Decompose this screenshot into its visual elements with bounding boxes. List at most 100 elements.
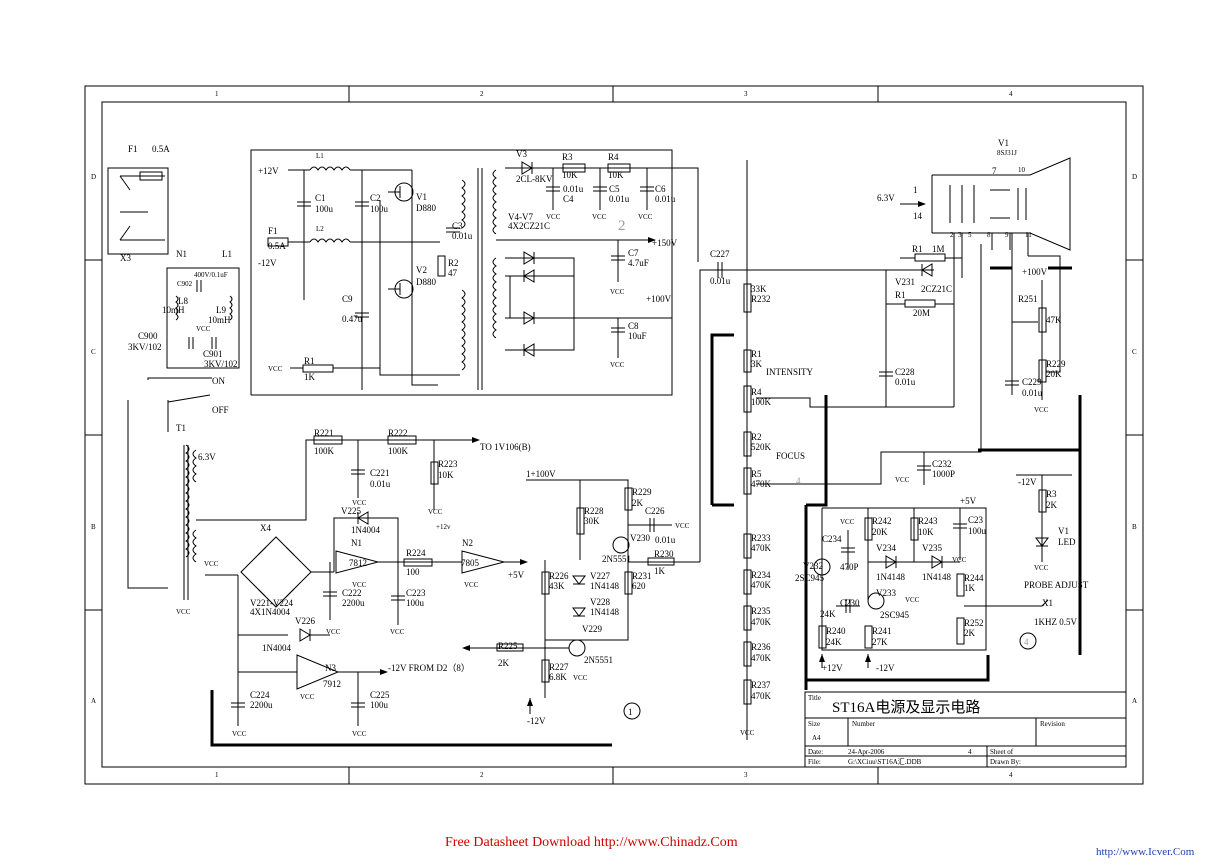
footer-download-link[interactable]: Free Datasheet Download http://www.China… bbox=[445, 835, 738, 850]
c221-value: 0.01u bbox=[370, 479, 391, 489]
m12v-label: -12V bbox=[258, 258, 277, 268]
vcc-symbol: VCC bbox=[300, 693, 315, 701]
vcc-symbol: VCC bbox=[464, 581, 479, 589]
section-number-4-focus: 4 bbox=[796, 476, 801, 486]
r2-focus-label: R2 bbox=[751, 432, 762, 442]
r2-label: R2 bbox=[448, 258, 459, 268]
l8-label: L8 bbox=[178, 296, 188, 306]
pin-10: 10 bbox=[1018, 166, 1026, 174]
m12v-b-label: -12V bbox=[876, 663, 895, 673]
section-number-4-probe: 4 bbox=[1024, 637, 1029, 647]
c234-value: 470P bbox=[840, 562, 859, 572]
l9-value: 10mH bbox=[208, 315, 231, 325]
footer-icver-link[interactable]: http://www.Icver.Com bbox=[1096, 846, 1195, 858]
vcc-symbol: VCC bbox=[428, 508, 443, 516]
c7-value: 4.7uF bbox=[628, 258, 649, 268]
vcc-symbol: VCC bbox=[352, 499, 367, 507]
x1-value: 1KHZ 0.5V bbox=[1034, 617, 1077, 627]
c226-label: C226 bbox=[645, 506, 665, 516]
n3-value: 7912 bbox=[323, 679, 341, 689]
v234-value: 1N4148 bbox=[876, 572, 905, 582]
p12v-small-label: +12v bbox=[436, 523, 451, 531]
r4-focus-label: R4 bbox=[751, 387, 762, 397]
c225-label: C225 bbox=[370, 690, 390, 700]
r229-value: 2K bbox=[632, 498, 644, 508]
section-number-2: 2 bbox=[618, 218, 626, 234]
r240-value: 24K bbox=[826, 637, 842, 647]
r1-crt-value: 1M bbox=[932, 244, 945, 254]
c6-label: C6 bbox=[655, 184, 666, 194]
l1-label: L1 bbox=[316, 152, 324, 160]
r236-label: R236 bbox=[751, 642, 771, 652]
r4-label: R4 bbox=[608, 152, 619, 162]
regulator-section: R221 100K R222 100K TO 1V106(B) C221 0.0… bbox=[210, 428, 612, 747]
r227-value: 6.8K bbox=[549, 672, 567, 682]
p12v-b-label: +12V bbox=[822, 663, 843, 673]
mains-input-section: F1 0.5A X3 N1 L1 C902 400V/0.1uF L8 10mH… bbox=[107, 144, 480, 616]
date-value: 24-Apr-2006 bbox=[848, 748, 885, 756]
focus-label: FOCUS bbox=[776, 451, 805, 461]
c9-label: C9 bbox=[342, 294, 353, 304]
v228-label: V228 bbox=[590, 597, 610, 607]
r4-focus-value: 100K bbox=[751, 397, 772, 407]
c232-label: C232 bbox=[932, 459, 952, 469]
v225-value: 1N4004 bbox=[351, 525, 380, 535]
c6-value: 0.01u bbox=[655, 194, 676, 204]
switch-off-label: OFF bbox=[212, 405, 229, 415]
c9-value: 0.47u bbox=[342, 314, 363, 324]
c230-label: C230 bbox=[840, 598, 860, 608]
col-label-bottom: 2 bbox=[480, 771, 484, 779]
r244-label: R244 bbox=[964, 573, 984, 583]
pin-11: 11 bbox=[1025, 231, 1032, 239]
c8-label: C8 bbox=[628, 321, 639, 331]
p100v-hv-label: +100V bbox=[646, 294, 672, 304]
r251-value: 47K bbox=[1046, 315, 1062, 325]
r230-label: R230 bbox=[654, 549, 674, 559]
r1-hv-label: R1 bbox=[304, 356, 315, 366]
c222-value: 2200u bbox=[342, 598, 365, 608]
col-label-bottom: 3 bbox=[744, 771, 748, 779]
r222-value: 100K bbox=[388, 446, 409, 456]
n3-label: N3 bbox=[325, 663, 336, 673]
pin-2: 2 bbox=[950, 231, 954, 239]
p100v-crt-label: +100V bbox=[1022, 267, 1048, 277]
v231-value: 2CZ21C bbox=[921, 284, 952, 294]
v234-label: V234 bbox=[876, 543, 896, 553]
r237-value: 470K bbox=[751, 691, 772, 701]
section-number-1: 1 bbox=[628, 707, 633, 717]
p5v-b-label: +5V bbox=[960, 496, 977, 506]
r222-label: R222 bbox=[388, 428, 408, 438]
l2-label: L2 bbox=[316, 225, 324, 233]
v229-label: V229 bbox=[582, 624, 602, 634]
size-label: Size bbox=[808, 720, 820, 728]
vcc-symbol: VCC bbox=[1034, 406, 1049, 414]
from-d2-label: -12V FROM D2（8） bbox=[388, 663, 470, 673]
row-label-right: A bbox=[1132, 697, 1137, 705]
vcc-symbol: VCC bbox=[592, 213, 607, 221]
c5-value: 0.01u bbox=[609, 194, 630, 204]
v1-value: D880 bbox=[416, 203, 436, 213]
v2-value: D880 bbox=[416, 277, 436, 287]
r232-label: R232 bbox=[751, 294, 771, 304]
v235-value: 1N4148 bbox=[922, 572, 951, 582]
r240-label: R240 bbox=[826, 626, 846, 636]
intensity-label: INTENSITY bbox=[766, 367, 813, 377]
col-label-top: 3 bbox=[744, 90, 748, 98]
c221-label: C221 bbox=[370, 468, 390, 478]
v231-label: V231 bbox=[895, 277, 915, 287]
t1-label: T1 bbox=[176, 423, 186, 433]
bridge-value: 4X1N4004 bbox=[250, 607, 290, 617]
focus-divider-section: C227 0.01u 33K R232 R1 3K INTENSITY R4 1… bbox=[710, 160, 982, 740]
r2-focus-value: 520K bbox=[751, 442, 772, 452]
c8-value: 10uF bbox=[628, 331, 647, 341]
r226-value: 43K bbox=[549, 581, 565, 591]
r229-crt-label: R229 bbox=[1046, 359, 1066, 369]
hv-converter-section: +12V L1 L2 F1 0.5A -12V C1 100u C2 100u … bbox=[250, 149, 699, 396]
r242-label: R242 bbox=[872, 516, 892, 526]
r223-label: R223 bbox=[438, 459, 458, 469]
r233-value: 470K bbox=[751, 543, 772, 553]
v233-label: V233 bbox=[876, 588, 896, 598]
col-label-top: 1 bbox=[215, 90, 219, 98]
net-l1-label: L1 bbox=[222, 249, 232, 259]
